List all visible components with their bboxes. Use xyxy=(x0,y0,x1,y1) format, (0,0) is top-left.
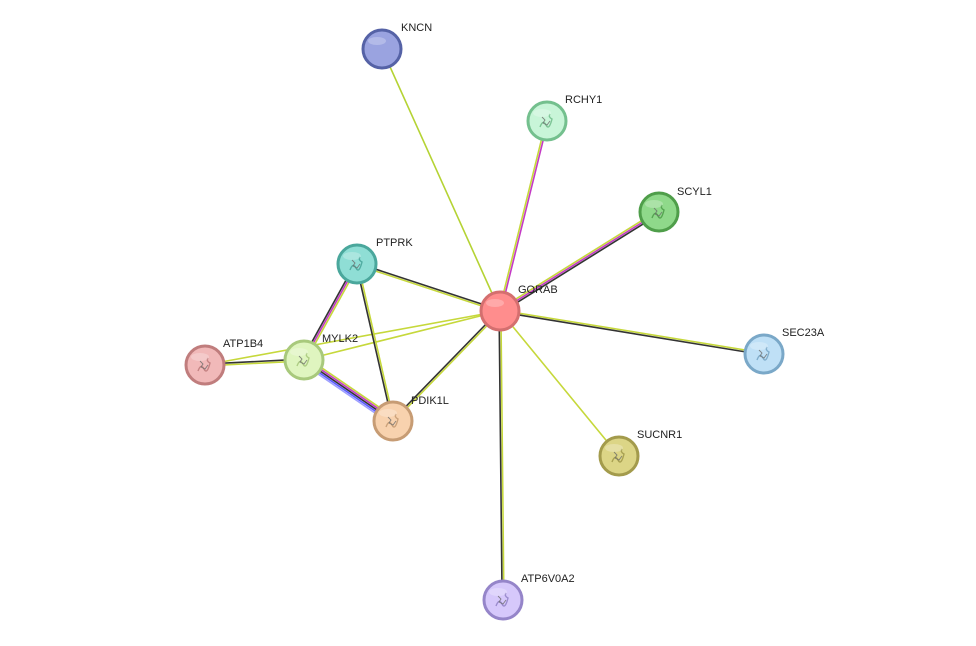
node-label: MYLK2 xyxy=(322,333,358,345)
protein-structure-icon xyxy=(756,346,770,361)
node-circle[interactable] xyxy=(638,191,680,233)
node-label: KNCN xyxy=(401,22,432,34)
node-highlight xyxy=(343,252,361,260)
edge-evidence-line xyxy=(356,262,502,311)
node-circle[interactable] xyxy=(184,344,226,386)
node-rchy1[interactable]: RCHY1 xyxy=(526,94,602,142)
node-highlight xyxy=(605,444,623,452)
edge-evidence-line xyxy=(500,310,505,601)
edge-evidence-line xyxy=(381,48,501,312)
node-highlight xyxy=(750,342,768,350)
protein-structure-icon xyxy=(495,592,509,607)
node-highlight xyxy=(489,588,507,596)
edge-evidence-line xyxy=(499,310,620,457)
edge-gorab-kncn xyxy=(381,48,501,312)
edge-evidence-line xyxy=(499,211,660,312)
node-label: ATP6V0A2 xyxy=(521,573,575,585)
edge-evidence-line xyxy=(500,120,549,313)
edge-evidence-line xyxy=(392,310,502,423)
edge-evidence-line xyxy=(204,310,501,366)
node-sucnr1[interactable]: SUCNR1 xyxy=(598,429,682,477)
node-label: PTPRK xyxy=(376,237,413,249)
node-highlight xyxy=(533,109,551,117)
node-label: SCYL1 xyxy=(677,186,712,198)
node-circle[interactable] xyxy=(283,339,325,381)
node-atp1b4[interactable]: ATP1B4 xyxy=(184,338,263,386)
edge-evidence-line xyxy=(498,209,659,311)
node-mylk2[interactable]: MYLK2 xyxy=(283,333,358,381)
edge-evidence-line xyxy=(355,263,393,423)
protein-structure-icon xyxy=(651,204,665,219)
edge-evidence-line xyxy=(355,264,501,313)
edge-evidence-line xyxy=(391,309,501,422)
node-kncn[interactable]: KNCN xyxy=(361,22,432,70)
node-label: RCHY1 xyxy=(565,94,602,106)
edge-gorab-ptprk xyxy=(355,262,502,313)
edge-evidence-line xyxy=(499,309,765,354)
node-scyl1[interactable]: SCYL1 xyxy=(638,186,712,233)
node-circle[interactable] xyxy=(479,290,521,332)
protein-structure-icon xyxy=(385,413,399,428)
node-circle[interactable] xyxy=(526,100,568,142)
node-circle[interactable] xyxy=(361,28,403,70)
node-label: SEC23A xyxy=(782,327,825,339)
edge-evidence-line xyxy=(498,119,547,312)
node-circle[interactable] xyxy=(372,400,414,442)
protein-structure-icon xyxy=(611,448,625,463)
edge-ptprk-pdik1l xyxy=(355,262,395,423)
node-label: GORAB xyxy=(518,284,558,296)
node-ptprk[interactable]: PTPRK xyxy=(336,237,413,285)
node-label: ATP1B4 xyxy=(223,338,263,350)
protein-structure-icon xyxy=(539,113,553,128)
edge-evidence-line xyxy=(357,262,395,422)
node-label: SUCNR1 xyxy=(637,429,682,441)
edge-evidence-line xyxy=(303,310,501,361)
edge-evidence-line xyxy=(499,311,765,356)
edge-layer xyxy=(204,48,765,601)
edge-gorab-sucnr1 xyxy=(499,310,620,457)
node-label: PDIK1L xyxy=(411,395,449,407)
edge-evidence-line xyxy=(498,310,503,601)
edge-gorab-rchy1 xyxy=(498,119,549,313)
edge-gorab-scyl1 xyxy=(498,209,661,314)
node-circle[interactable] xyxy=(743,333,785,375)
node-circle[interactable] xyxy=(336,243,378,285)
edge-gorab-sec23a xyxy=(499,309,765,356)
node-highlight xyxy=(645,200,663,208)
node-pdik1l[interactable]: PDIK1L xyxy=(372,395,449,442)
node-sec23a[interactable]: SEC23A xyxy=(743,327,825,375)
node-highlight xyxy=(191,353,209,361)
protein-structure-icon xyxy=(349,256,363,271)
node-highlight xyxy=(379,409,397,417)
node-highlight xyxy=(486,299,504,307)
edge-gorab-pdik1l xyxy=(391,309,502,423)
node-highlight xyxy=(368,37,386,45)
protein-structure-icon xyxy=(197,357,211,372)
protein-structure-icon xyxy=(296,352,310,367)
edge-gorab-atp1b4 xyxy=(204,310,501,366)
node-circle[interactable] xyxy=(598,435,640,477)
node-gorab[interactable]: GORAB xyxy=(479,284,558,332)
edge-evidence-line xyxy=(500,212,661,314)
edge-gorab-atp6v0a2 xyxy=(498,310,505,601)
node-atp6v0a2[interactable]: ATP6V0A2 xyxy=(482,573,575,621)
node-highlight xyxy=(290,348,308,356)
node-circle[interactable] xyxy=(482,579,524,621)
edge-gorab-mylk2 xyxy=(303,310,501,361)
